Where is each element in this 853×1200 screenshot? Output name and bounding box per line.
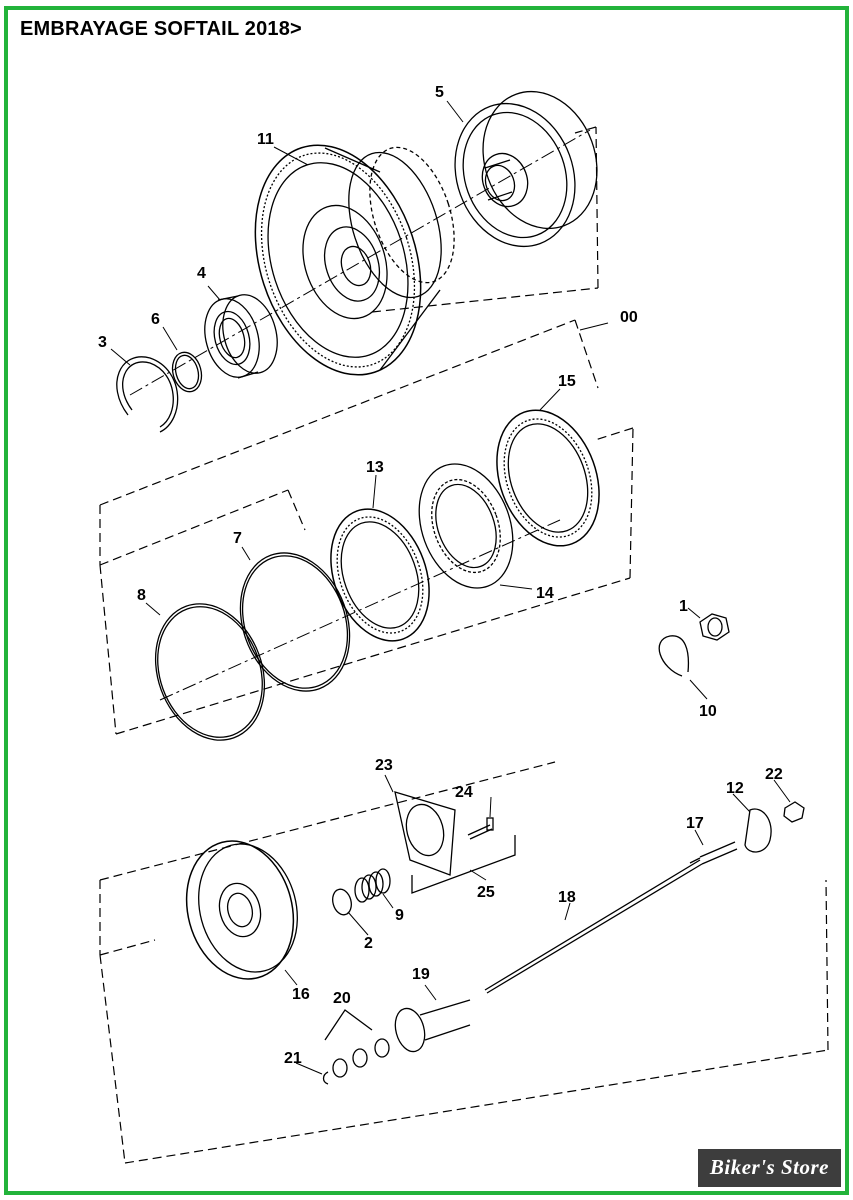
callout-13: 13	[366, 459, 384, 476]
part-12-washer	[744, 808, 772, 853]
part-7-ring-inner	[241, 555, 349, 689]
part-20-bearing-b	[352, 1048, 368, 1068]
part-21-clip	[322, 1071, 329, 1085]
part-8-ring	[154, 603, 266, 741]
part-2-retaining-ring	[332, 888, 352, 916]
callout-5: 5	[435, 84, 444, 101]
part-22-nut	[783, 801, 805, 823]
callout-11: 11	[257, 131, 274, 148]
callout-23: 23	[375, 757, 393, 774]
callout-4: 4	[197, 265, 206, 282]
part-23-plate	[394, 791, 456, 876]
part-20-bearing-c	[332, 1058, 348, 1078]
part-16-pressure-plate	[185, 840, 298, 980]
part-20-bearing-a	[374, 1038, 390, 1058]
callout-2: 2	[364, 935, 373, 952]
part-13-friction-plate	[330, 508, 430, 642]
part-3-snap-ring-inner	[122, 361, 174, 428]
callout-16: 16	[292, 986, 310, 1003]
part-6-retaining-ring	[171, 351, 203, 393]
center-axis-upper	[129, 129, 591, 396]
callout-25: 25	[477, 884, 495, 901]
part-17-rod-end	[689, 841, 738, 865]
callout-21: 21	[284, 1050, 302, 1067]
part-24-screw	[467, 817, 494, 840]
diagram-title: EMBRAYAGE SOFTAIL 2018>	[20, 18, 302, 40]
callout-18: 18	[558, 889, 576, 906]
part-25-bracket	[411, 835, 516, 894]
callout-22: 22	[765, 766, 783, 783]
callout-19: 19	[412, 966, 430, 983]
assembly-outline-lower	[99, 761, 829, 1164]
callout-6: 6	[151, 311, 160, 328]
callout-8: 8	[137, 587, 146, 604]
brand-logo-badge: Biker's Store	[697, 1149, 841, 1187]
callout-17: 17	[686, 815, 704, 832]
part-15-friction-plate	[496, 409, 600, 547]
part-19-release-assembly	[394, 999, 471, 1053]
part-5-clutch-hub	[454, 90, 598, 248]
part-7-ring	[239, 552, 351, 692]
center-axis-middle	[159, 519, 561, 701]
assembly-outline-upper	[99, 126, 634, 735]
callout-1: 1	[679, 598, 688, 615]
callout-7: 7	[233, 530, 242, 547]
part-10-clip	[658, 635, 690, 677]
part-20-bracket	[324, 1009, 373, 1041]
callout-9: 9	[395, 907, 404, 924]
part-14-steel-plate	[418, 463, 514, 589]
callout-3: 3	[98, 334, 107, 351]
callout-14: 14	[536, 585, 554, 602]
callout-10: 10	[699, 703, 717, 720]
part-6-retaining-ring-inner	[174, 354, 200, 390]
callout-00: 00	[620, 309, 638, 326]
part-3-snap-ring	[116, 356, 179, 433]
callout-20: 20	[333, 990, 351, 1007]
part-18-push-rod	[484, 859, 701, 991]
callout-15: 15	[558, 373, 576, 390]
part-1-nut	[699, 613, 730, 641]
part-4-bearing	[204, 294, 278, 379]
part-8-ring-inner	[157, 606, 263, 738]
part-9-spring	[354, 868, 391, 903]
part-11-clutch-basket	[254, 144, 455, 376]
callout-24: 24	[455, 784, 473, 801]
part-18-push-rod-edge	[486, 863, 703, 994]
callout-12: 12	[726, 780, 744, 797]
diagram-frame	[4, 6, 849, 1195]
